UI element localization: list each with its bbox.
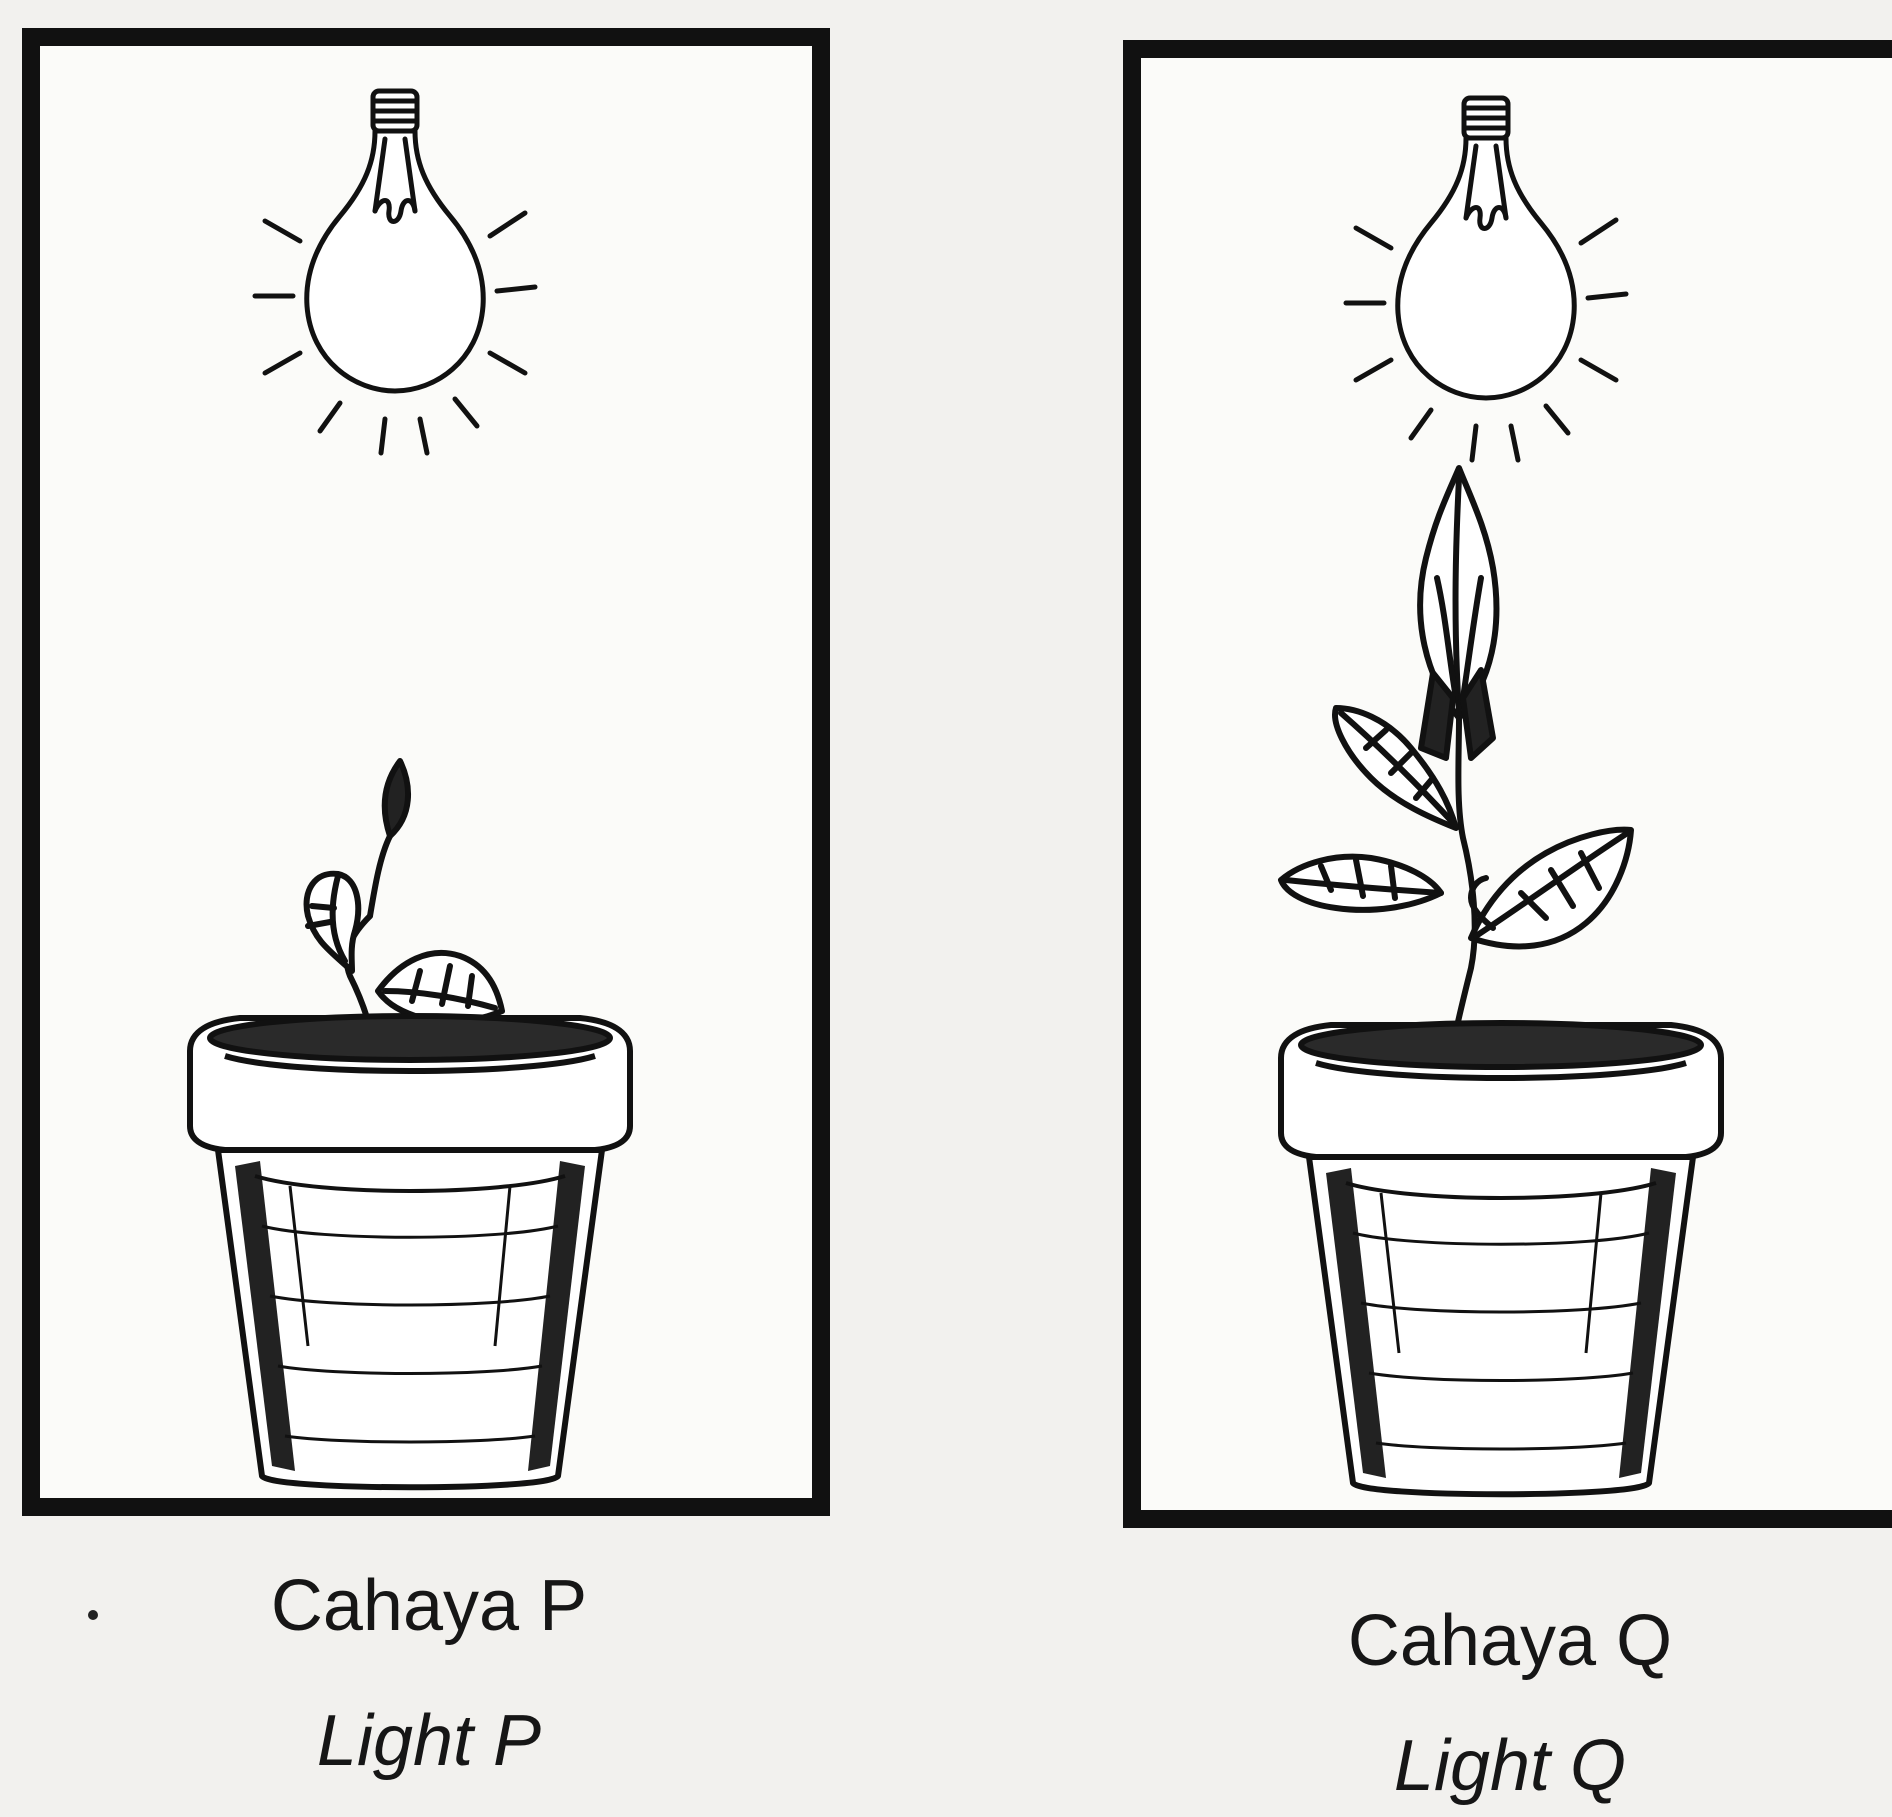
panel-light-q — [1123, 40, 1892, 1528]
panel-p-drawing — [40, 46, 812, 1498]
light-bulb-icon — [1346, 98, 1626, 460]
caption-p-malay: Cahaya P — [129, 1565, 729, 1647]
plant-pot-icon — [1281, 1023, 1721, 1494]
stray-dot — [88, 1610, 98, 1620]
panel-q-drawing — [1141, 58, 1892, 1510]
plant-pot-icon — [190, 1016, 630, 1487]
panel-light-p — [22, 28, 830, 1516]
light-bulb-icon — [255, 91, 535, 453]
caption-q-malay: Cahaya Q — [1210, 1600, 1810, 1682]
caption-p-english: Light P — [129, 1700, 729, 1782]
tall-plant-icon — [1281, 468, 1631, 1088]
caption-q-english: Light Q — [1210, 1725, 1810, 1807]
